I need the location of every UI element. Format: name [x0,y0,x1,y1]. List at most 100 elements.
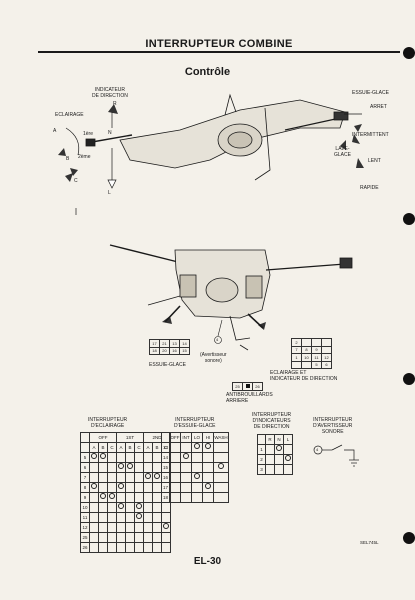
continuity-cell [116,462,126,473]
continuity-cell [202,462,214,473]
pin [321,338,332,347]
continuity-cell [143,452,153,463]
continuity-cell [191,452,203,463]
row-terminal: 6 [80,462,90,473]
pin [291,360,302,369]
continuity-cell [191,472,203,483]
continuity-cell [116,502,126,513]
row-terminal: 2 [257,454,266,465]
continuity-cell [116,472,126,483]
continuity-cell [161,522,171,533]
continuity-mark [100,453,106,459]
continuity-cell [134,452,144,463]
pin: 18 [149,346,160,355]
continuity-cell [107,532,117,543]
pin: 9 [311,345,322,354]
continuity-cell [213,482,229,493]
row-terminal: 13 [161,442,170,453]
horn-switch-diagram [313,444,359,467]
punch-hole [403,213,415,225]
pin [301,360,312,369]
continuity-cell [152,532,162,543]
pin: 25 [232,382,243,391]
continuity-cell [161,542,171,553]
terminal-4-label: 4 [216,337,219,342]
pin: 15 [179,346,190,355]
continuity-cell [89,542,99,553]
row-terminal: 8 [80,482,90,493]
label-a: A [53,128,57,134]
continuity-mark [136,503,142,509]
table-cell [161,432,170,443]
row-terminal: 15 [161,462,170,473]
pin: 26 [252,382,263,391]
pin: 8 [301,345,312,354]
continuity-cell [89,462,99,473]
label-lent: LENT [368,158,381,164]
continuity-cell [143,492,153,503]
continuity-cell [116,452,126,463]
row-terminal: 25 [80,532,90,543]
continuity-cell [143,522,153,533]
continuity-mark [194,473,200,479]
table-row: 15 [161,462,229,473]
table-row: 10 [80,502,171,513]
row-terminal: 11 [80,512,90,523]
continuity-cell [89,472,99,483]
pin: 10 [301,353,312,362]
label-r: R [113,101,117,107]
continuity-cell [134,482,144,493]
label-arret: ARRET [370,104,387,110]
continuity-cell [116,492,126,503]
continuity-cell [152,522,162,533]
continuity-cell [213,462,229,473]
continuity-cell [134,472,144,483]
label-intermittent: INTERMITTENT [352,132,389,138]
row-terminal: 9 [80,492,90,503]
table-header: WASH [213,432,229,443]
continuity-cell [143,472,153,483]
continuity-cell [202,492,214,503]
continuity-cell [89,482,99,493]
continuity-cell [125,542,135,553]
title-indicateurs-table: INTERRUPTEUR D'INDICATEURS DE DIRECTION [252,412,292,430]
table-row: 14 [161,452,229,463]
continuity-cell [116,532,126,543]
continuity-cell [98,462,108,473]
continuity-cell [169,482,181,493]
continuity-cell [125,502,135,513]
label-avertisseur: (Avertisseur sonore) [200,352,227,364]
pin [301,338,312,347]
pin: 14 [179,339,190,348]
continuity-cell [213,442,229,453]
table-header: A [116,442,126,453]
pin: 7 [291,345,302,354]
continuity-cell [143,512,153,523]
continuity-cell [265,444,275,455]
row-terminal: 10 [80,502,90,513]
continuity-cell [191,482,203,493]
title-avertisseur-table: INTERRUPTEUR D'AVERTISSEUR SONORE [313,417,353,435]
continuity-cell [107,472,117,483]
continuity-cell [143,532,153,543]
table-row: 11 [80,512,171,523]
continuity-cell [152,502,162,513]
continuity-cell [98,522,108,533]
continuity-cell [169,472,181,483]
pin: 17 [149,339,160,348]
continuity-cell [107,542,117,553]
table-row: 18 [161,492,229,503]
connector-essuie-glace: 17 21 13 14 18 20 16 15 [149,339,190,355]
square-marker [245,383,250,388]
continuity-cell [180,492,192,503]
continuity-cell [89,492,99,503]
continuity-cell [191,442,203,453]
continuity-cell [134,512,144,523]
continuity-cell [180,452,192,463]
continuity-cell [191,462,203,473]
label-eclairage-indicateur: ECLAIRAGE ET INDICATEUR DE DIRECTION [270,370,338,382]
label-lave-glace: LAVE- GLACE [334,146,351,158]
continuity-cell [152,542,162,553]
